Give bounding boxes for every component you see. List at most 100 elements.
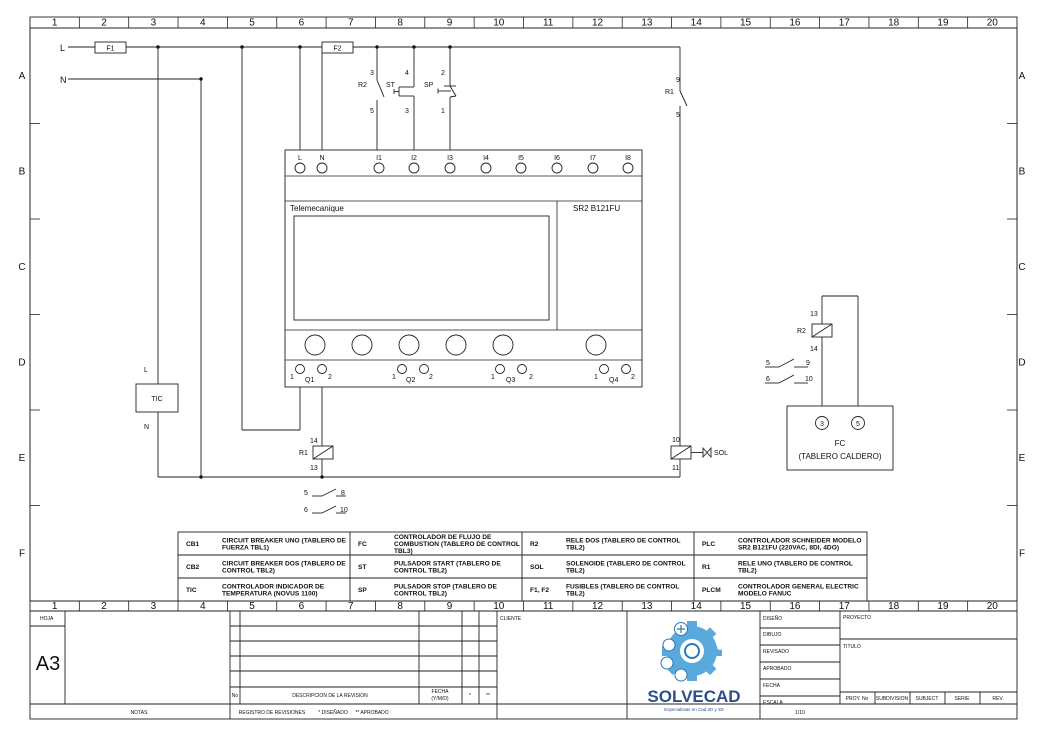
legend-description: CONTROLADOR DE FLUJO DE [394,534,492,541]
plc-input-terminal [622,162,634,174]
column-label: 8 [397,18,403,29]
relay-r1-bottom: 13 [310,465,318,472]
logo-text: SOLVECAD [647,687,740,706]
relay-r1-top: 14 [310,438,318,445]
tic-controller: TIC L N [135,367,179,431]
contact-r2-tag: R2 [358,82,367,89]
legend-description: CONTROL TBL2) [222,568,275,575]
column-label: 3 [151,18,157,29]
plc-output-terminals [295,364,631,374]
legend-code: SP [358,587,367,594]
plc-input-terminal [480,162,492,174]
pushbutton-st-bottom: 3 [405,108,409,115]
svg-text:1: 1 [491,374,495,381]
row-label: D [1018,357,1025,368]
plc-input-terminal [551,162,563,174]
solenoid-bottom: 11 [672,465,679,472]
row-label: C [1018,262,1025,273]
plc-input-label: I4 [483,155,489,162]
pushbutton-st [393,78,415,104]
fc-description: (TABLERO CALDERO) [799,452,882,461]
tic-n: N [144,424,149,431]
column-label: 3 [151,601,157,612]
fc-terminal-5: 5 [856,421,860,428]
column-label: 10 [493,601,505,612]
column-label: 7 [348,18,354,29]
svg-text:1: 1 [290,374,294,381]
relay-r2-contact-a1: 5 [766,360,770,367]
column-label: 1 [52,18,58,29]
flow-controller-fc: 3 5 FC (TABLERO CALDERO) [786,405,894,471]
column-label: 2 [101,18,107,29]
legend-description: CONTROLADOR GENERAL ELECTRIC [738,583,859,590]
column-label: 17 [839,18,851,29]
fecha2-label: FECHA [763,683,781,689]
legend-description: PULSADOR START (TABLERO DE [394,560,501,567]
plc-button[interactable] [304,334,326,356]
plc-button[interactable] [445,334,467,356]
disenado-label: * DISEÑADO [318,709,348,716]
plc-input-label: L [298,155,302,162]
plc-input-label: I5 [518,155,524,162]
legend-description: CONTROL TBL2) [394,591,447,598]
line-n-label: N [60,75,67,85]
junction-dots [156,45,452,479]
legend-description: PULSADOR STOP (TABLERO DE [394,583,498,590]
plc-input-label: I8 [625,155,631,162]
column-label: 13 [641,601,653,612]
svg-text:1: 1 [594,374,598,381]
column-label: 20 [987,601,999,612]
plc-input-label: N [319,155,324,162]
column-label: 18 [888,18,900,29]
legend-description: FUSIBLES (TABLERO DE CONTROL [566,583,679,590]
column-label: 19 [937,18,949,29]
plc-button[interactable] [351,334,373,356]
plc-brand: Telemecanique [290,204,344,213]
column-label: 18 [888,601,900,612]
plc-output-q2: Q2 [406,377,415,384]
legend-code: TIC [186,587,197,594]
subdivision-label: SUBDIVISION [876,696,909,702]
hoja-label: HOJA [40,616,54,622]
column-label: 19 [937,601,949,612]
legend-description: CIRCUIT BREAKER DOS (TABLERO DE [222,560,346,567]
plc-input-terminal [316,162,328,174]
row-label: B [1019,166,1026,177]
plc-input-terminal [408,162,420,174]
plc-button[interactable] [492,334,514,356]
plc-output-q4: Q4 [609,377,618,384]
solenoid-top: 10 [672,437,680,444]
fecha-format: (Y/M/D) [431,696,449,702]
column-label: 14 [691,18,703,29]
contact-r1-top: 9 [676,77,680,84]
legend-description: TBL2) [566,568,585,575]
plc-input-terminal [294,162,306,174]
legend-description: FUERZA TBL1) [222,545,269,552]
tic-l: L [144,367,148,374]
descripcion-label: DESCRIPCION DE LA REVISION [292,693,368,699]
legend-description: TEMPERATURA (NOVUS 1100) [222,591,318,598]
legend-code: PLC [702,541,715,548]
pushbutton-sp-bottom: 1 [441,108,445,115]
legend-code: FC [358,541,367,548]
fuse-f2-label: F2 [333,46,341,53]
relay-r1-contact-b2: 10 [340,507,348,514]
relay-r2-tag: R2 [797,328,806,335]
plc-button[interactable] [585,334,607,356]
pushbutton-st-tag: ST [386,82,396,89]
line-l-label: L [60,43,65,53]
column-label: 7 [348,601,354,612]
legend-description: RELE DOS (TABLERO DE CONTROL [566,537,681,544]
legend-description: TBL2) [738,568,757,575]
legend-description: COMBUSTION (TABLERO DE CONTROL [394,541,520,548]
row-label: D [18,357,25,368]
plc-button[interactable] [398,334,420,356]
revisado-label: REVISADO [763,649,789,655]
column-label: 15 [740,18,752,29]
column-label: 9 [447,601,453,612]
row-label: E [1019,453,1026,464]
legend-description: CONTROLADOR INDICADOR DE [222,583,325,590]
legend-code: R2 [530,541,539,548]
pushbutton-sp-top: 2 [441,70,445,77]
